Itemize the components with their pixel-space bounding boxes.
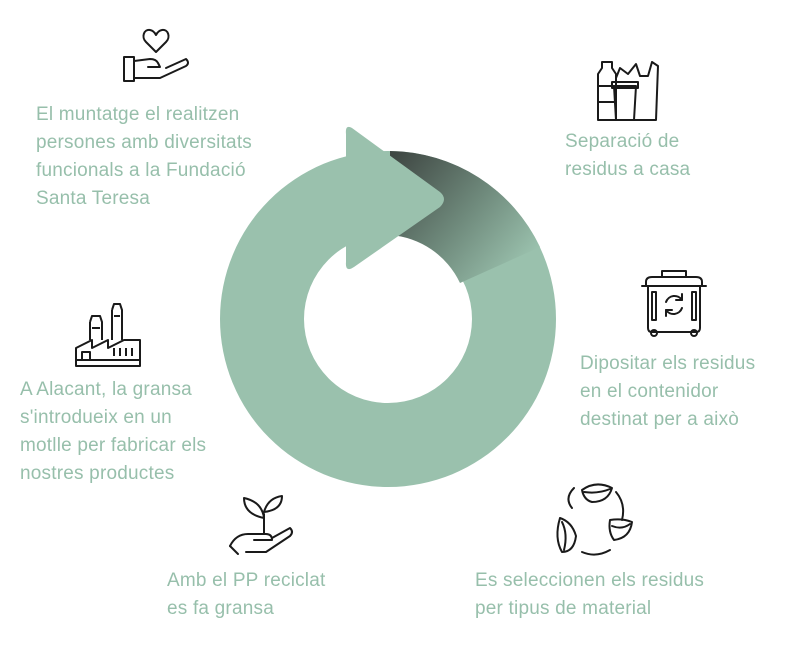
- household-waste-bottles-icon: [594, 56, 664, 124]
- cycle-arrow-head: [345, 126, 444, 270]
- factory-icon: [74, 302, 144, 368]
- heart-in-hand-icon: [120, 26, 192, 90]
- step-5-text: Amb el PP reciclat es fa gransa: [167, 570, 326, 619]
- step-2-text: Separació de residus a casa: [565, 131, 691, 180]
- step-1-text: El muntatge el realitzen persones amb di…: [36, 104, 253, 209]
- step-3-text: Dipositar els residus en el contenidor d…: [580, 353, 756, 430]
- recycling-bin-icon: [638, 268, 710, 338]
- recycle-leaves-icon: [552, 478, 636, 560]
- sprout-in-hand-icon: [226, 490, 300, 558]
- step-6-text: A Alacant, la gransa s'introdueix en un …: [20, 379, 207, 484]
- step-4-text: Es seleccionen els residus per tipus de …: [475, 570, 705, 619]
